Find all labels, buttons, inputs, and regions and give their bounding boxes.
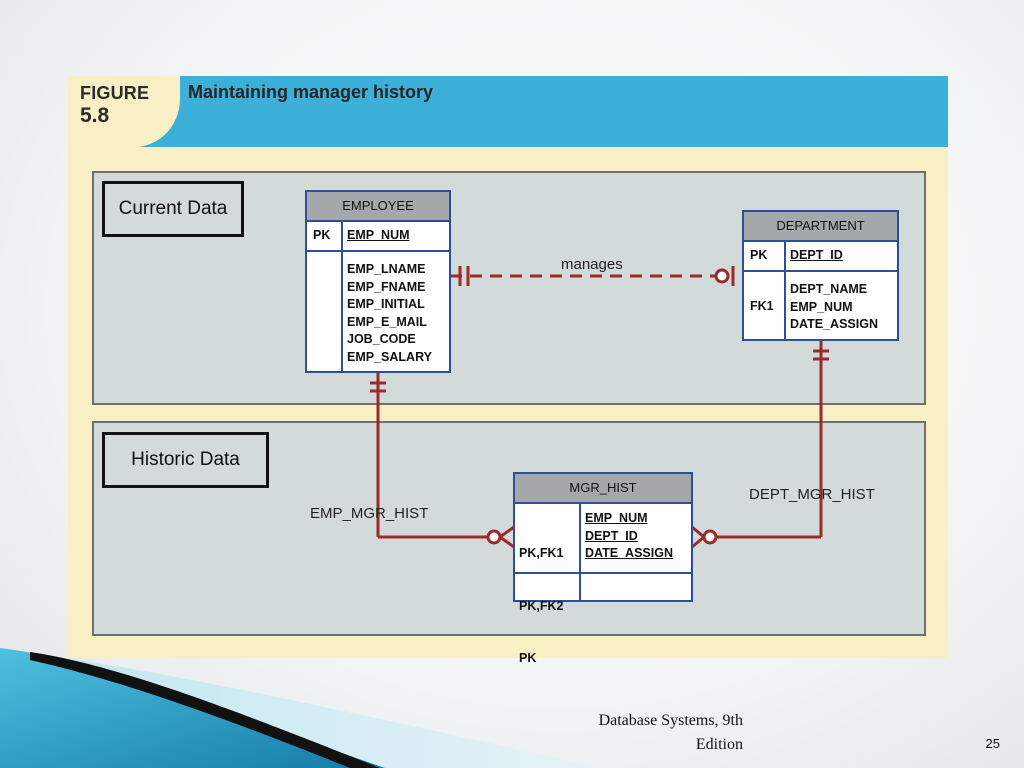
mgr-hist-entity: MGR_HIST PK,FK1 PK,FK2 PK EMP_NUM DEPT_I… <box>513 472 693 665</box>
mgr-hist-key: PK,FK1 <box>519 546 564 560</box>
manages-label: manages <box>561 256 623 273</box>
employee-attr: EMP_SALARY <box>347 349 432 364</box>
mgr-hist-key-row: PK,FK1 PK,FK2 PK EMP_NUM DEPT_ID DATE_AS… <box>515 504 691 665</box>
mgr-hist-key: PK <box>519 651 537 665</box>
emp-mgr-hist-label: EMP_MGR_HIST <box>310 505 429 522</box>
dept-mgr-hist-label: DEPT_MGR_HIST <box>749 486 875 503</box>
employee-attr: EMP_E_MAIL <box>347 314 427 329</box>
department-entity-name: DEPARTMENT <box>744 212 897 242</box>
department-attr: DATE_ASSIGN <box>790 317 878 331</box>
current-data-label: Current Data <box>102 181 244 237</box>
department-attr-row: FK1 DEPT_NAME EMP_NUM DATE_ASSIGN <box>744 272 897 339</box>
source-line-2: Edition <box>695 736 743 753</box>
mgr-hist-attr: EMP_NUM <box>585 511 648 525</box>
source-line-1: Database Systems, 9th <box>598 712 743 729</box>
figure-header-bar <box>68 76 948 147</box>
employee-entity-name: EMPLOYEE <box>307 192 449 222</box>
employee-pk-attr: EMP_NUM <box>347 228 410 242</box>
figure-title: Maintaining manager history <box>188 82 434 102</box>
figure-number: 5.8 <box>80 104 110 127</box>
employee-attr: EMP_FNAME <box>347 279 426 294</box>
figure-label: FIGURE <box>80 83 150 103</box>
department-pk-attr: DEPT_ID <box>790 248 843 262</box>
page-number: 25 <box>985 736 1000 751</box>
department-attr: EMP_NUM <box>790 299 853 314</box>
employee-attr: EMP_INITIAL <box>347 297 425 311</box>
mgr-hist-empty-row <box>515 574 691 600</box>
employee-pk-row: PK EMP_NUM <box>307 222 449 252</box>
mgr-hist-entity-name: MGR_HIST <box>515 474 691 504</box>
department-fk-key: FK1 <box>750 299 774 313</box>
employee-attr: EMP_LNAME <box>347 262 426 276</box>
employee-attr-row: EMP_LNAME EMP_FNAME EMP_INITIAL EMP_E_MA… <box>307 252 449 371</box>
mgr-hist-attr: DATE_ASSIGN <box>585 546 673 560</box>
department-pk-key: PK <box>750 248 768 262</box>
department-pk-row: PK DEPT_ID <box>744 242 897 272</box>
figure-number-tab: FIGURE 5.8 <box>68 76 180 147</box>
slide-source-text: Database Systems, 9th Edition <box>540 709 743 757</box>
employee-entity: EMPLOYEE PK EMP_NUM EMP_LNAME EMP_FNAME … <box>305 190 451 373</box>
department-attr: DEPT_NAME <box>790 282 868 296</box>
employee-pk-key: PK <box>313 228 331 242</box>
historic-data-label: Historic Data <box>102 432 269 488</box>
mgr-hist-key: PK,FK2 <box>519 598 564 613</box>
employee-attr: JOB_CODE <box>347 332 416 346</box>
department-entity: DEPARTMENT PK DEPT_ID FK1 DEPT_NAME EMP_… <box>742 210 899 341</box>
mgr-hist-attr: DEPT_ID <box>585 528 638 543</box>
